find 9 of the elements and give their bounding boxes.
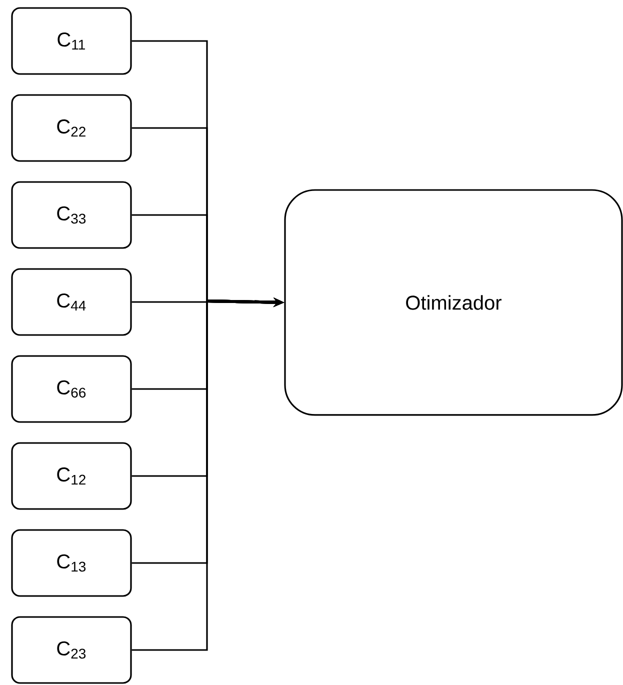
optimizer-box: Otimizador <box>284 189 623 416</box>
coefficient-box: C$_{23}$ <box>11 616 132 684</box>
coefficient-box: C$_{22}$ <box>11 94 132 162</box>
coefficient-box: C$_{33}$ <box>11 181 132 249</box>
coefficient-box: C$_{13}$ <box>11 529 132 597</box>
coefficient-box: C$_{12}$ <box>11 442 132 510</box>
coefficient-box: C$_{11}$ <box>11 7 132 75</box>
coefficient-box: C$_{44}$ <box>11 268 132 336</box>
coefficient-box: C$_{66}$ <box>11 355 132 423</box>
